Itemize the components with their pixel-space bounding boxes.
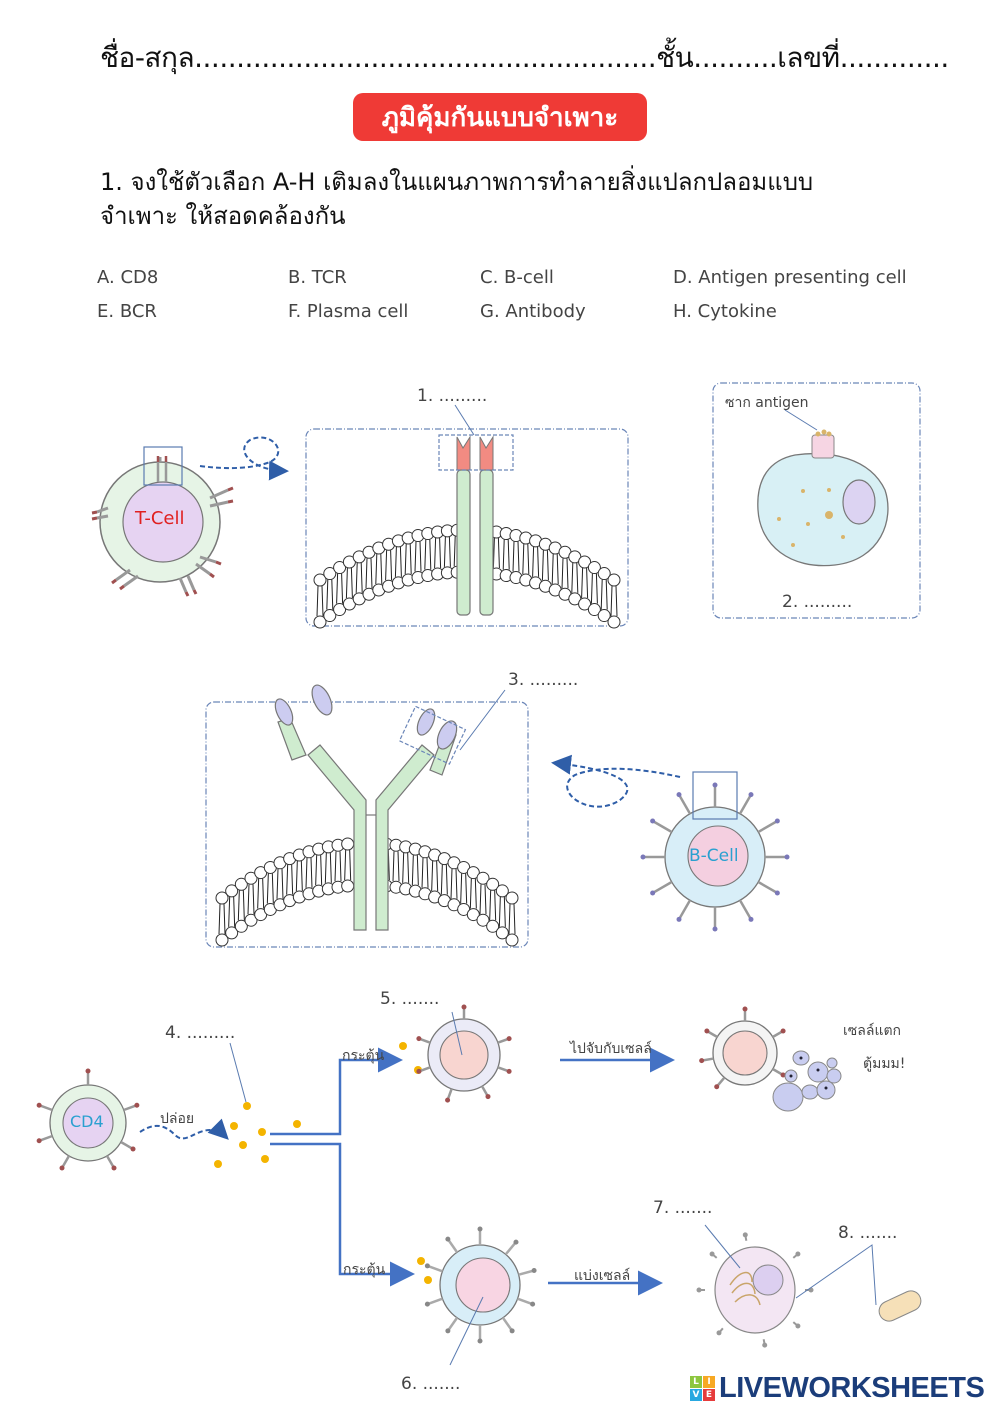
blank-6[interactable]: 6. ....... [401, 1374, 461, 1394]
release-arrow [139, 1118, 229, 1140]
cytotoxic-t-cell [416, 1004, 512, 1103]
t-cell-killing [699, 1006, 842, 1112]
blank-8[interactable]: 8. ....... [838, 1223, 898, 1243]
logo-letter-i: I [703, 1376, 715, 1388]
cd4-label: CD4 [70, 1112, 104, 1131]
blank-8-pointer [795, 1244, 877, 1306]
apc-box [712, 382, 921, 619]
worksheet-title: ภูมิคุ้มกันแบบจำเพาะ [353, 93, 647, 141]
option-h: H. Cytokine [673, 301, 777, 322]
cytokine-dots [214, 1042, 432, 1284]
option-g: G. Antibody [480, 301, 586, 322]
bacterium-with-antibody [878, 1290, 922, 1322]
bind-label: ไปจับกับเซลล์ [570, 1041, 652, 1057]
option-a: A. CD8 [97, 267, 159, 288]
t-cell-label: T-Cell [135, 508, 185, 529]
option-b: B. TCR [288, 267, 347, 288]
option-c: C. B-cell [480, 267, 554, 288]
question-1: 1. จงใช้ตัวเลือก A-H เติมลงในแผนภาพการทำ… [100, 165, 880, 233]
tcell-zoom-arrow [199, 436, 289, 481]
bcr-receptor [274, 684, 458, 931]
option-f: F. Plasma cell [288, 301, 409, 322]
antigen-pointer [784, 409, 818, 431]
b-cell-label: B-Cell [689, 846, 739, 866]
name-class-number-line: ชื่อ-สกุล...............................… [100, 41, 949, 74]
blank-3-pointer [459, 689, 506, 751]
blank-5-pointer [451, 1011, 463, 1056]
stimulate-label-1: กระตุ้น [342, 1048, 385, 1064]
logo-letter-e: E [703, 1389, 715, 1401]
tcr-receptor [456, 435, 494, 616]
activated-b-cell [424, 1226, 537, 1344]
worksheet-title-text: ภูมิคุ้มกันแบบจำเพาะ [381, 102, 619, 133]
question-1-line-1: 1. จงใช้ตัวเลือก A-H เติมลงในแผนภาพการทำ… [100, 168, 814, 196]
logo-letter-l: L [690, 1376, 702, 1388]
blank-1-pointer [454, 404, 475, 436]
blank-6-pointer [449, 1296, 484, 1366]
bcell-zoom-arrow [551, 754, 681, 808]
stimulate-label-2: กระตุ้น [343, 1262, 386, 1278]
blank-2[interactable]: 2. ......... [782, 592, 853, 612]
antigen-fragment-label: ซาก antigen [725, 395, 809, 411]
bcr-zoom-box [205, 701, 529, 948]
release-label: ปล่อย [160, 1111, 195, 1127]
blank-1[interactable]: 1. ......... [417, 386, 488, 406]
liveworksheets-logo-icon: L I V E [690, 1376, 715, 1401]
question-1-line-2: จำเพาะ ให้สอดคล้องกัน [100, 202, 346, 230]
divide-label: แบ่งเซลล์ [574, 1268, 631, 1284]
antigen-presenting-cell [757, 429, 889, 567]
plasma-cell [696, 1232, 814, 1348]
blank-5[interactable]: 5. ....... [380, 989, 440, 1009]
blank-7[interactable]: 7. ....... [653, 1198, 713, 1218]
blank-4[interactable]: 4. ......... [165, 1023, 236, 1043]
cd4-cell [36, 1068, 140, 1171]
blank-4-pointer [229, 1042, 247, 1103]
b-cell [640, 771, 790, 932]
liveworksheets-logo: L I V E LIVEWORKSHEETS [690, 1372, 985, 1405]
t-cell [91, 446, 234, 597]
liveworksheets-brand: LIVEWORKSHEETS [719, 1372, 985, 1404]
logo-letter-v: V [690, 1389, 702, 1401]
branch-lines [270, 1047, 675, 1296]
burst-label-1: เซลล์แตก [843, 1023, 902, 1039]
option-e: E. BCR [97, 301, 157, 322]
membrane-2 [215, 837, 519, 947]
blank-7-pointer [704, 1224, 741, 1269]
tcr-zoom-box [305, 428, 629, 627]
option-d: D. Antigen presenting cell [673, 267, 907, 288]
blank-3-target-box [398, 705, 467, 765]
blank-1-target-box [438, 434, 514, 471]
burst-label-2: ตู้มมม! [863, 1056, 906, 1072]
blank-3[interactable]: 3. ......... [508, 670, 579, 690]
